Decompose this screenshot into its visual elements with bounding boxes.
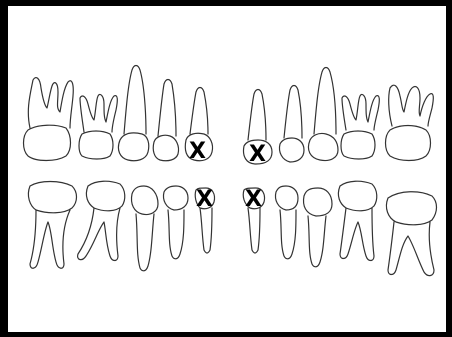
- frame-top-border: [0, 0, 452, 6]
- upper-right-premolar-1: [279, 86, 304, 163]
- upper-left-premolar-1: [153, 80, 178, 161]
- lower-left-molar-2: [28, 182, 76, 269]
- frame-right-border: [446, 0, 452, 337]
- lower-left-lateral-incisor: X: [195, 187, 214, 253]
- lower-left-premolar-2: [131, 186, 158, 271]
- frame-bottom-border: [0, 332, 452, 337]
- mark-lower-right: X: [245, 187, 262, 212]
- lower-right-molar-2: [386, 192, 436, 276]
- lower-right-premolar-2: [304, 188, 333, 267]
- upper-left-molar-2: [24, 78, 74, 161]
- mark-lower-left: X: [196, 187, 213, 212]
- mark-upper-left: X: [189, 139, 206, 164]
- lower-left-molar-1: [78, 181, 125, 260]
- upper-right-premolar-2: [308, 68, 338, 161]
- upper-right-lateral-incisor: X: [244, 90, 273, 168]
- mark-upper-right: X: [249, 142, 266, 167]
- upper-right-molar-1: [341, 94, 379, 159]
- lower-left-premolar-1: [163, 186, 188, 259]
- frame-left-border: [0, 0, 8, 337]
- upper-left-molar-1: [79, 94, 117, 159]
- lower-right-molar-1: [338, 181, 376, 260]
- upper-right-molar-2: [386, 85, 434, 160]
- upper-left-lateral-incisor: X: [185, 88, 212, 165]
- lower-right-lateral-incisor: X: [243, 187, 264, 253]
- lower-right-premolar-1: [275, 186, 298, 259]
- upper-left-premolar-2: [118, 66, 148, 161]
